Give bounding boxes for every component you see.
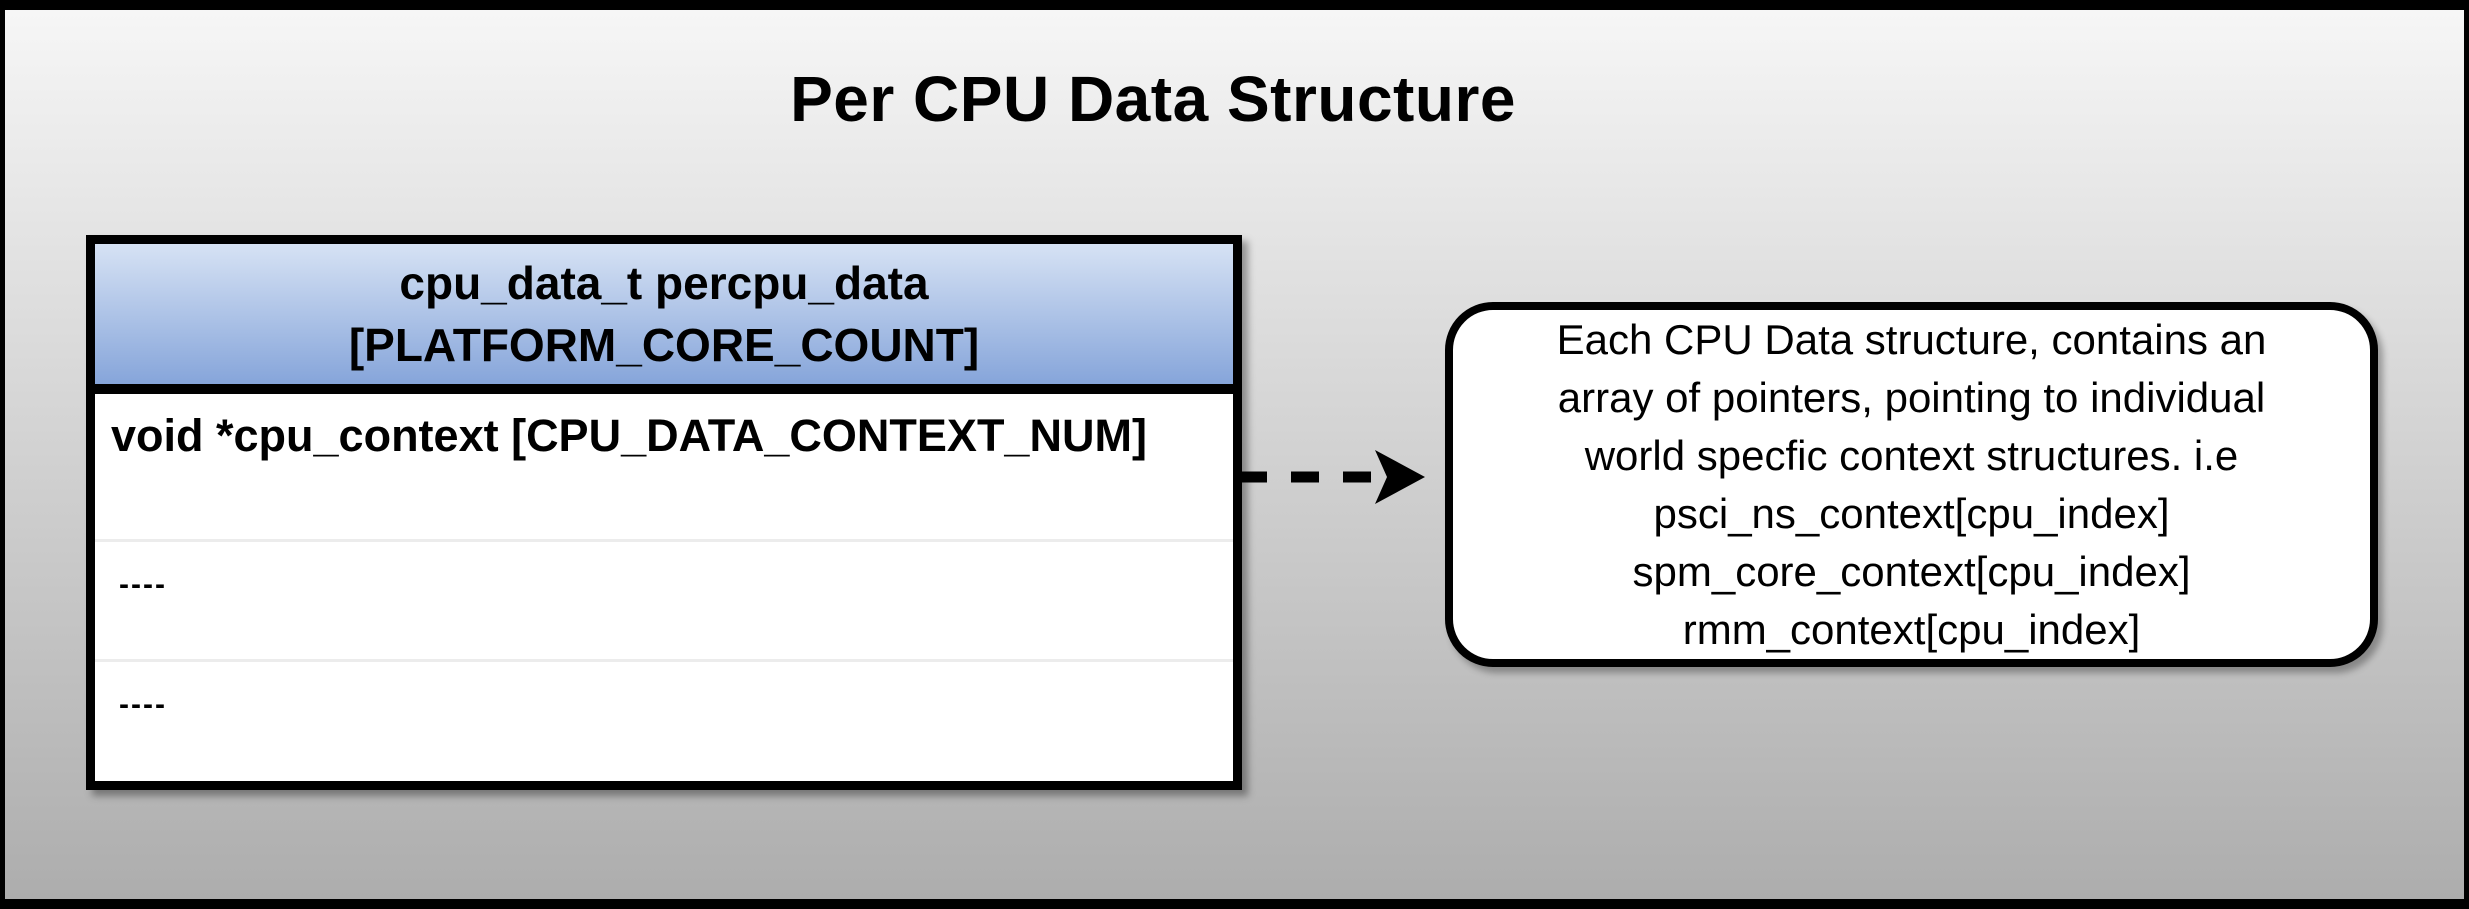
table-header: cpu_data_t percpu_data [PLATFORM_CORE_CO… — [95, 244, 1233, 394]
table-row-placeholder-1: ---- — [95, 542, 1233, 662]
callout-line-1: Each CPU Data structure, contains an — [1556, 315, 2267, 363]
dashed-arrow — [1239, 450, 1425, 504]
arrowhead-icon — [1375, 450, 1425, 504]
callout-line-6: rmm_context[cpu_index] — [1682, 605, 2141, 653]
diagram-title: Per CPU Data Structure — [790, 63, 1516, 135]
cpu-data-struct-table: cpu_data_t percpu_data [PLATFORM_CORE_CO… — [86, 235, 1242, 790]
callout-line-4: psci_ns_context[cpu_index] — [1653, 489, 2170, 537]
callout-line-2: array of pointers, pointing to individua… — [1557, 373, 2266, 421]
row-text: ---- — [119, 568, 167, 601]
table-header-line-1: cpu_data_t percpu_data — [399, 257, 929, 309]
callout-box: Each CPU Data structure, contains an arr… — [1445, 302, 2378, 667]
table-row-cpu-context: void *cpu_context [CPU_DATA_CONTEXT_NUM] — [95, 394, 1233, 542]
callout-line-3: world specfic context structures. i.e — [1584, 431, 2239, 479]
table-row-placeholder-2: ---- — [95, 662, 1233, 781]
callout-line-5: spm_core_context[cpu_index] — [1632, 547, 2191, 595]
table-header-line-2: [PLATFORM_CORE_COUNT] — [348, 319, 980, 371]
row-text: void *cpu_context [CPU_DATA_CONTEXT_NUM] — [111, 410, 1147, 461]
row-text: ---- — [119, 688, 167, 721]
